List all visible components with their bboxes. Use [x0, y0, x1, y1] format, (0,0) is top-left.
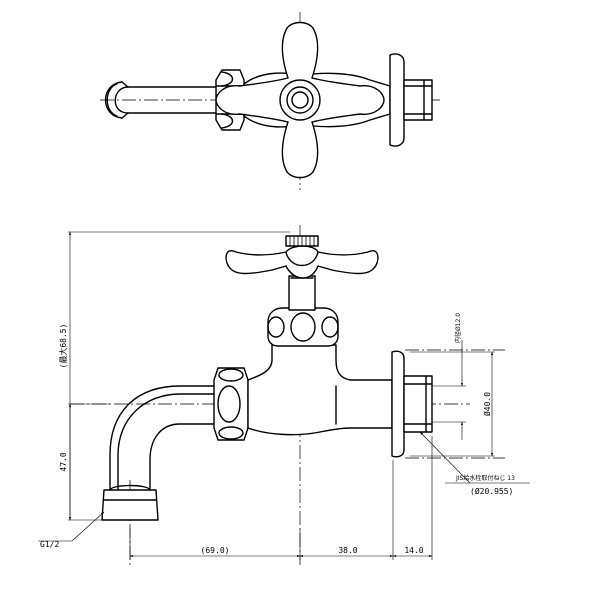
cross-handle: [225, 245, 379, 279]
flange-length-label: 14.0: [404, 546, 423, 555]
bonnet: [267, 307, 339, 347]
stem: [288, 275, 316, 311]
height-spout-label: 47.0: [59, 452, 68, 471]
spout-outlet: [101, 489, 159, 521]
spout-pipe: [109, 385, 219, 491]
body-length-label: 38.0: [338, 546, 357, 555]
union-nut: [213, 367, 249, 441]
outer-diameter-label: Ø40.0: [482, 392, 492, 416]
height-max-label: (最大68.5): [58, 324, 68, 369]
top-spout-pipe: [127, 86, 221, 114]
inlet-thread: [403, 375, 433, 433]
dimension-lines: [38, 231, 530, 560]
spout-length-label: (69.0): [201, 546, 230, 555]
inner-diameter-label: 内径Ø12.0: [454, 313, 462, 343]
dimension-labels: (最大68.5) 47.0 内径Ø12.0 Ø40.0 G1/2 JIS給水栓取…: [40, 313, 515, 555]
inlet-thread-diameter-label: (Ø20.955): [470, 486, 513, 496]
inlet-thread-label: JIS給水栓取付ねじ 13: [455, 474, 515, 482]
faucet-body: [247, 344, 393, 436]
top-view: [100, 12, 440, 190]
top-flange: [389, 53, 405, 147]
front-view: [70, 225, 505, 565]
spout-thread-label: G1/2: [40, 540, 59, 549]
inlet-flange: [391, 350, 405, 458]
